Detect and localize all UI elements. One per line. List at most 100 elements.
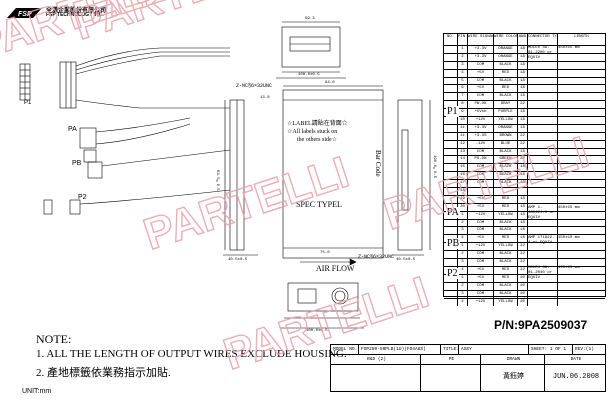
notes-title: NOTE: — [36, 332, 72, 346]
connector-type-p2: MOLEX 39-01-2040 or EQUIV — [528, 266, 553, 280]
table-cell: 10 — [458, 117, 468, 124]
dim-gap: 75.0 — [320, 251, 330, 255]
table-cell — [444, 164, 458, 172]
table-cell — [558, 62, 605, 69]
table-cell — [558, 291, 605, 298]
table-cell — [444, 259, 458, 266]
table-cell: -12V — [468, 140, 494, 148]
table-cell: 18 — [518, 211, 528, 219]
p1-connector — [19, 61, 77, 109]
table-cell — [528, 266, 558, 274]
table-cell — [558, 243, 605, 250]
rd-sign-box — [331, 365, 421, 391]
table-cell — [558, 70, 605, 77]
table-cell — [444, 69, 458, 77]
group-label-p1: P1 — [446, 106, 459, 117]
table-cell: +12V — [468, 298, 494, 307]
table-cell: 18 — [518, 53, 528, 61]
table-cell: COM — [468, 290, 494, 298]
table-cell — [558, 164, 605, 171]
table-cell: 18 — [518, 85, 528, 93]
table-cell — [528, 219, 558, 227]
dim-total-width: 108.0±0.5 — [298, 73, 320, 77]
table-cell: +12V — [468, 117, 494, 124]
table-cell: ORANGE — [494, 124, 518, 132]
table-cell — [444, 282, 458, 290]
table-cell: RED — [494, 235, 518, 243]
table-cell — [558, 54, 605, 61]
table-cell — [444, 148, 458, 156]
table-cell: BLACK — [494, 282, 518, 290]
wire-table: NO. PIN NO. WIRE SIGNAL WIRE COLOR AWG C… — [443, 33, 606, 307]
table-cell — [528, 259, 558, 266]
table-cell: 22 — [518, 243, 528, 251]
table-cell: 18 — [518, 219, 528, 227]
header-awg: AWG — [518, 34, 528, 45]
length-pb: 150±10 mm — [558, 236, 580, 240]
label-note-line-3: the others side☆ — [297, 137, 338, 143]
table-cell — [558, 117, 605, 124]
table-cell — [528, 61, 558, 69]
table-cell — [444, 53, 458, 61]
table-row: 18 — [444, 188, 605, 196]
group-label-pb: PB — [446, 238, 461, 249]
table-cell: +5V — [468, 69, 494, 77]
connector-label-pa: PA — [68, 126, 77, 133]
table-cell: COM — [468, 93, 494, 101]
table-cell: 4 — [458, 235, 468, 243]
group-label-p2: P2 — [446, 268, 459, 279]
table-cell — [528, 77, 558, 85]
table-cell — [518, 188, 528, 195]
connector-type-pb: AMP 171822-4 or EQUIV — [528, 236, 555, 245]
drawn-label: DRAWN — [481, 355, 545, 364]
table-cell — [528, 101, 558, 109]
table-cell: +3.3V — [468, 124, 494, 132]
label-note-line-1: ☆LABEL請貼在背面☆ — [287, 121, 348, 127]
table-cell: 16 — [458, 172, 468, 180]
table-cell: 18 — [518, 124, 528, 132]
dim-height: 63.5±0.5 — [215, 170, 219, 191]
table-cell: RED — [494, 274, 518, 282]
table-cell — [444, 85, 458, 93]
table-cell: BLACK — [494, 290, 518, 298]
table-cell: BLACK — [494, 227, 518, 235]
header-no: NO. — [444, 34, 458, 45]
table-cell — [444, 101, 458, 109]
table-cell: 13 — [458, 148, 468, 156]
table-cell — [558, 259, 605, 266]
table-cell — [528, 69, 558, 77]
table-cell: 2 — [458, 53, 468, 61]
dim-bottom-width: 100.0±0.5 — [306, 329, 328, 333]
date-value: JUN.06.2008 — [552, 373, 600, 381]
table-cell: +3.3V — [468, 53, 494, 61]
table-cell: 1 — [458, 211, 468, 219]
table-cell — [558, 125, 605, 132]
model-label: MODEL NO. — [333, 345, 359, 354]
fsp-logo-icon: FSP — [7, 8, 42, 18]
table-cell: YELLOW — [494, 298, 518, 307]
table-cell — [444, 156, 458, 164]
pe-sign-box — [421, 365, 481, 391]
table-cell — [528, 211, 558, 219]
table-cell — [494, 188, 518, 195]
table-cell: 5 — [458, 77, 468, 85]
table-cell: 22 — [518, 132, 528, 140]
length-p1: 450±15 mm — [558, 46, 580, 50]
table-cell — [558, 109, 605, 116]
table-cell: COM — [468, 227, 494, 235]
part-number: P/N:9PA2509037 — [494, 318, 588, 332]
table-cell: RED — [494, 85, 518, 93]
table-cell — [468, 188, 494, 195]
company-logo: FSP — [6, 6, 44, 25]
